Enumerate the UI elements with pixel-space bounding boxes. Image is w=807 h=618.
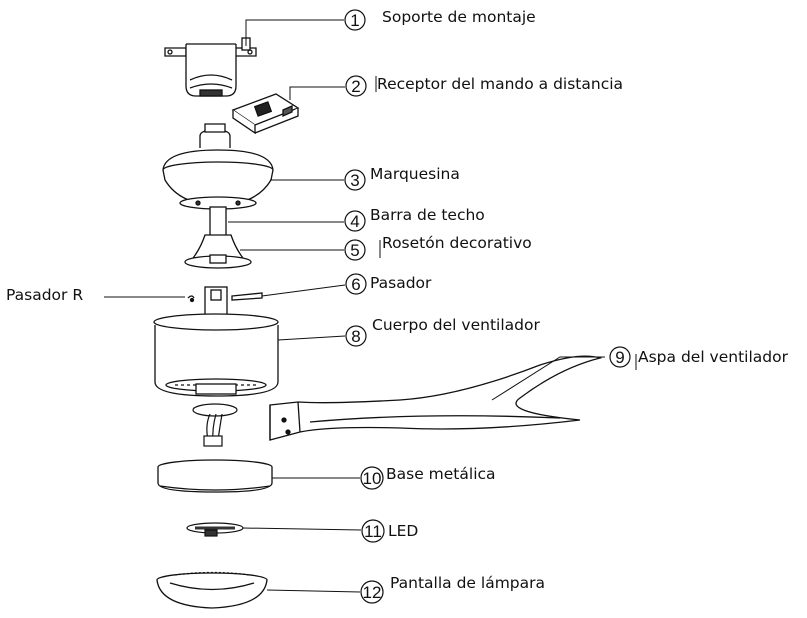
part-label: Rosetón decorativo: [382, 234, 532, 252]
callout-11: 11 LED: [361, 519, 418, 543]
callout-number: 1: [350, 11, 359, 30]
part-label: Barra de techo: [370, 206, 485, 224]
callout-6: 6 Pasador: [345, 273, 432, 295]
hanger-pin: [187, 286, 263, 318]
part-label: LED: [388, 522, 418, 540]
decorative-collar: [184, 234, 252, 269]
callout-3: 3 Marquesina: [344, 165, 460, 191]
wire-connector: [192, 403, 238, 447]
fan-blade: [269, 355, 603, 441]
r-pin-label: Pasador R: [6, 286, 83, 304]
callout-number: 8: [351, 327, 360, 346]
callout-number: 3: [350, 171, 359, 190]
callout-r-pin: Pasador R: [6, 286, 83, 304]
callout-4: 4 Barra de techo: [344, 206, 485, 232]
callout-number: 12: [363, 583, 382, 602]
callout-2: 2 Receptor del mando a distancia: [345, 75, 623, 97]
mounting-bracket: [164, 37, 257, 97]
callout-10: 10 Base metálica: [360, 465, 496, 490]
part-label: Cuerpo del ventilador: [372, 316, 540, 334]
callout-1: 1 Soporte de montaje: [344, 8, 536, 31]
callout-number: 2: [351, 77, 360, 96]
callout-number: 9: [615, 348, 624, 367]
callout-number: 6: [351, 275, 360, 294]
callout-8: 8 Cuerpo del ventilador: [345, 316, 540, 347]
part-label: Soporte de montaje: [382, 8, 536, 26]
callout-number: 5: [350, 241, 359, 260]
part-label: Base metálica: [386, 465, 496, 483]
led-module: [186, 522, 244, 537]
leader-lines: [104, 19, 637, 593]
callout-5: 5 Rosetón decorativo: [344, 234, 532, 261]
motor-housing: [153, 313, 279, 397]
remote-receiver: [231, 93, 300, 135]
callout-number: 11: [364, 522, 382, 541]
downrod: [209, 206, 227, 238]
part-label: Pantalla de lámpara: [390, 574, 545, 592]
metal-base: [157, 459, 273, 493]
callout-number: 4: [350, 212, 359, 231]
callout-number: 10: [363, 469, 382, 488]
part-label: Marquesina: [370, 165, 460, 183]
canopy: [162, 123, 274, 210]
part-label: Pasador: [370, 274, 432, 292]
part-label: Receptor del mando a distancia: [377, 75, 623, 93]
callout-12: 12 Pantalla de lámpara: [360, 574, 545, 604]
callout-9: 9 Aspa del ventilador: [609, 346, 789, 368]
lamp-shade: [156, 571, 268, 609]
part-label: Aspa del ventilador: [638, 348, 789, 366]
